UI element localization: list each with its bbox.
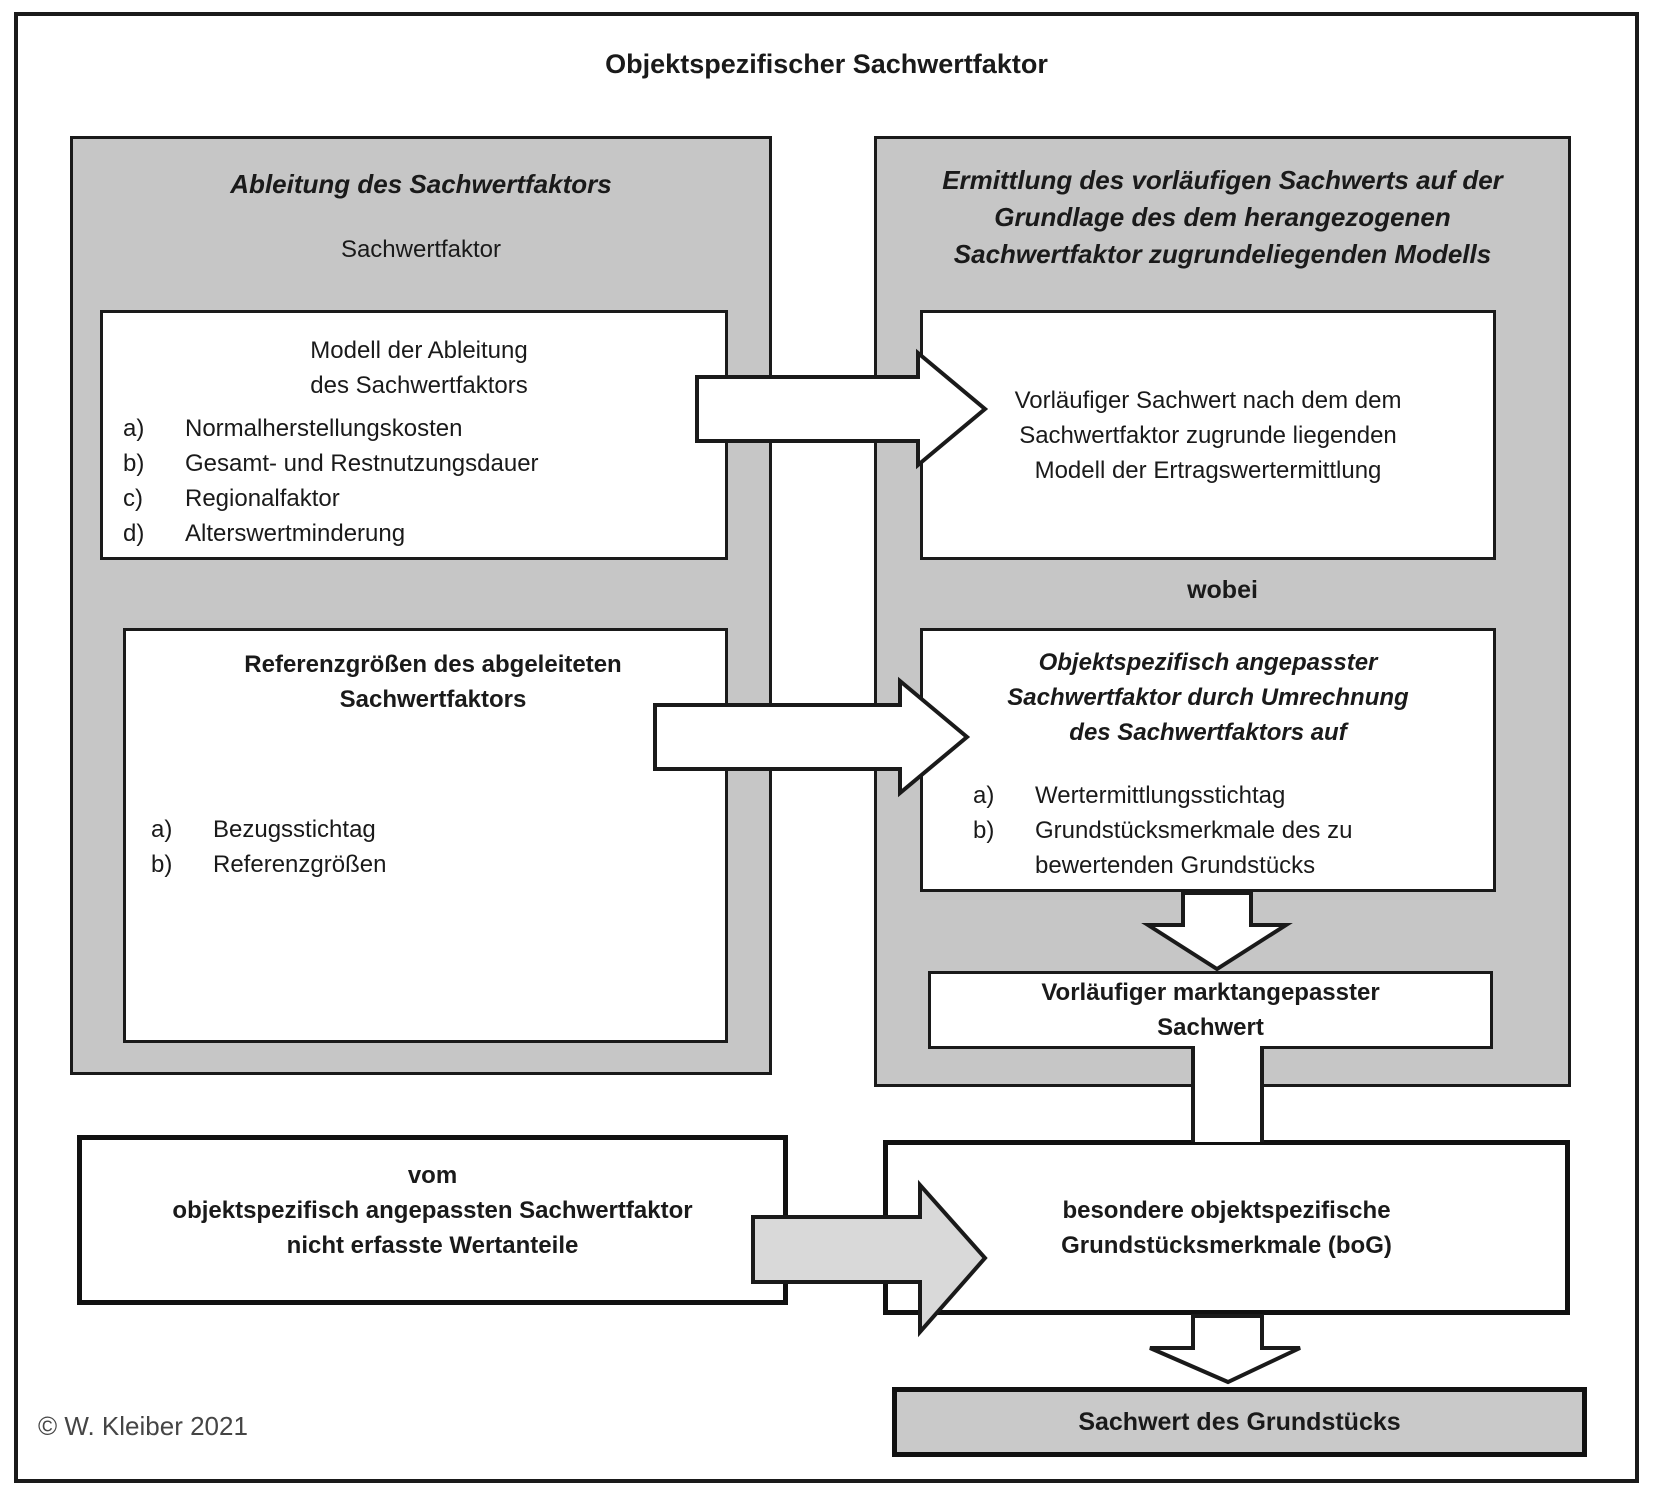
item-text: Bezugsstichtag bbox=[213, 816, 376, 843]
list-item: c) Regionalfaktor bbox=[123, 481, 715, 516]
adjusted-faktor-box: Objektspezifisch angepasster Sachwertfak… bbox=[920, 628, 1496, 892]
item-text: Alterswertminderung bbox=[185, 520, 406, 547]
right-panel bbox=[874, 136, 1571, 1087]
list-item: a) Normalherstellungskosten bbox=[123, 411, 715, 446]
model-box-title: Modell der Ableitung des Sachwertfaktors bbox=[310, 337, 528, 399]
item-text: Regionalfaktor bbox=[185, 485, 340, 512]
adjusted-faktor-list: a) Wertermittlungsstichtag b) Grundstück… bbox=[973, 778, 1483, 883]
item-text: Referenzgrößen bbox=[213, 851, 387, 878]
item-text: Normalherstellungskosten bbox=[185, 415, 463, 442]
reference-box: Referenzgrößen des abgeleiteten Sachwert… bbox=[123, 628, 728, 1043]
left-panel-heading: Ableitung des Sachwertfaktors bbox=[230, 169, 612, 199]
list-item: b) Grundstücksmerkmale des zu bewertende… bbox=[973, 813, 1483, 883]
reference-box-list: a) Bezugsstichtag b) Referenzgrößen bbox=[151, 812, 715, 882]
wertanteile-text: vom objektspezifisch angepassten Sachwer… bbox=[172, 1162, 693, 1259]
model-box: Modell der Ableitung des Sachwertfaktors… bbox=[100, 310, 728, 560]
market-adjusted-box: Vorläufiger marktangepasster Sachwert bbox=[928, 971, 1493, 1049]
market-adjusted-text: Vorläufiger marktangepasster Sachwert bbox=[1041, 979, 1380, 1041]
outer-frame bbox=[14, 12, 1639, 1483]
bog-text: besondere objektspezifische Grundstücksm… bbox=[1061, 1196, 1392, 1259]
list-item: b) Referenzgrößen bbox=[151, 847, 715, 882]
bog-box: besondere objektspezifische Grundstücksm… bbox=[883, 1140, 1570, 1315]
list-item: d) Alterswertminderung bbox=[123, 516, 715, 551]
item-label: b) bbox=[151, 851, 173, 878]
model-box-list: a) Normalherstellungskosten b) Gesamt- u… bbox=[123, 411, 715, 551]
item-label: d) bbox=[123, 520, 145, 547]
item-label: a) bbox=[123, 415, 145, 442]
reference-box-title: Referenzgrößen des abgeleiteten Sachwert… bbox=[244, 651, 622, 713]
copyright-label: © W. Kleiber 2021 bbox=[38, 1411, 248, 1441]
item-label: c) bbox=[123, 485, 143, 512]
list-item: a) Wertermittlungsstichtag bbox=[973, 778, 1483, 813]
preliminary-sachwert-box: Vorläufiger Sachwert nach dem dem Sachwe… bbox=[920, 310, 1496, 560]
preliminary-sachwert-text: Vorläufiger Sachwert nach dem dem Sachwe… bbox=[1014, 386, 1402, 484]
list-item: a) Bezugsstichtag bbox=[151, 812, 715, 847]
page-title: Objektspezifischer Sachwertfaktor bbox=[605, 49, 1048, 79]
left-panel-subheading: Sachwertfaktor bbox=[340, 236, 502, 263]
right-panel-heading: Ermittlung des vorläufigen Sachwerts auf… bbox=[942, 165, 1503, 269]
item-label: b) bbox=[973, 817, 995, 844]
item-label: b) bbox=[123, 450, 145, 477]
item-label: a) bbox=[151, 816, 173, 843]
list-item: b) Gesamt- und Restnutzungsdauer bbox=[123, 446, 715, 481]
item-text: Grundstücksmerkmale des zu bewertenden G… bbox=[1035, 817, 1353, 879]
item-text: Wertermittlungsstichtag bbox=[1035, 782, 1286, 809]
sachwert-grundstueck-box: Sachwert des Grundstücks bbox=[892, 1387, 1587, 1457]
sachwert-grundstueck-text: Sachwert des Grundstücks bbox=[1078, 1408, 1401, 1436]
item-text: Gesamt- und Restnutzungsdauer bbox=[185, 450, 539, 477]
wertanteile-box: vom objektspezifisch angepassten Sachwer… bbox=[77, 1135, 788, 1305]
item-label: a) bbox=[973, 782, 995, 809]
adjusted-faktor-title: Objektspezifisch angepasster Sachwertfak… bbox=[1007, 649, 1409, 746]
wobei-label: wobei bbox=[1187, 576, 1258, 604]
